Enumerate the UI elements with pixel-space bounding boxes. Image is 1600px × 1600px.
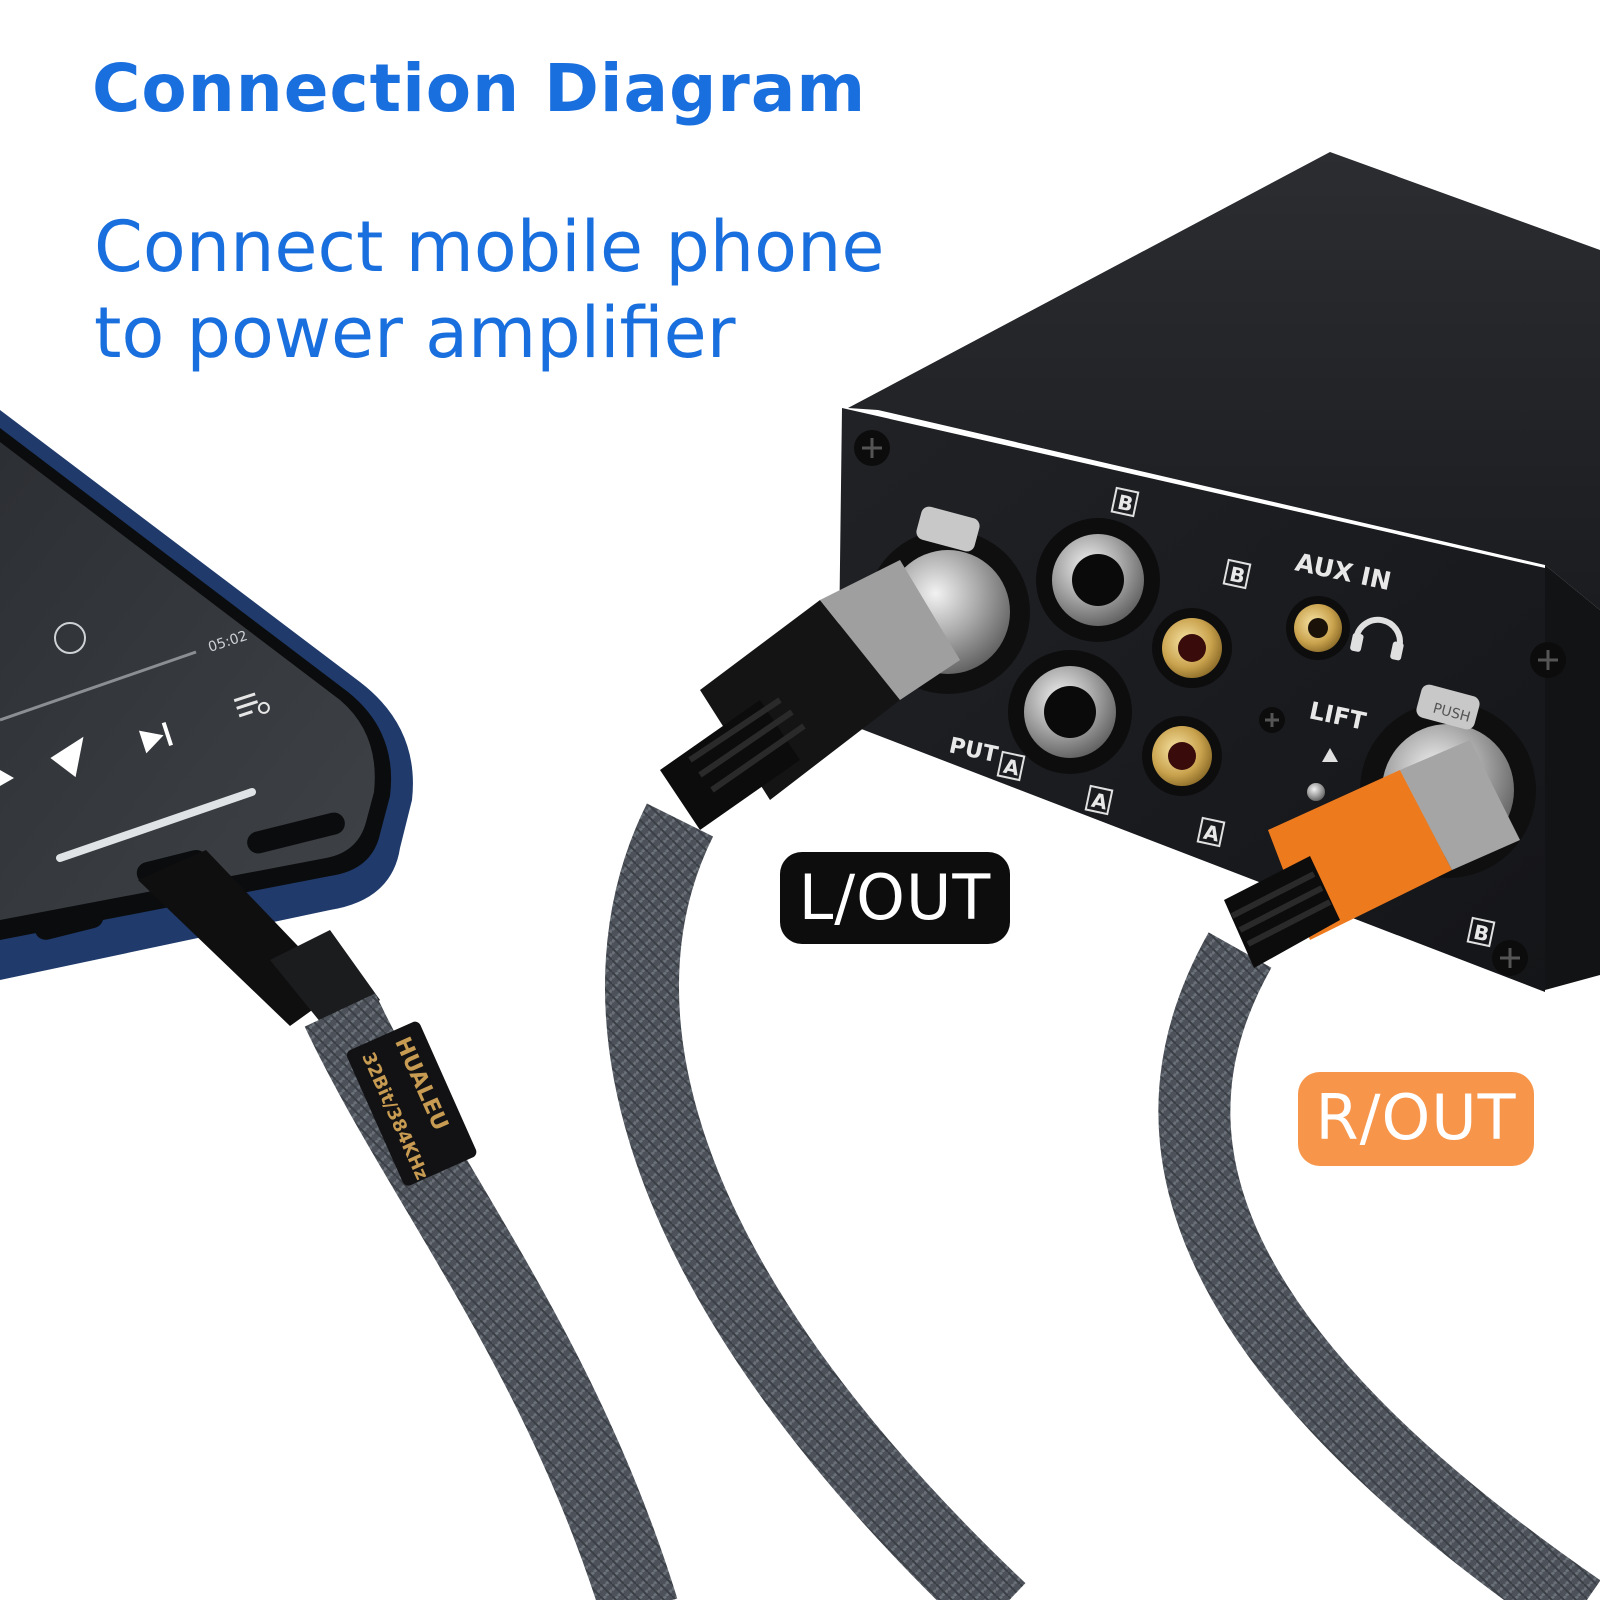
progress-bar bbox=[0, 650, 197, 722]
panel-label-b-rca: B bbox=[1222, 558, 1252, 590]
svg-text:B: B bbox=[1471, 920, 1491, 947]
svg-text:A: A bbox=[1089, 788, 1110, 815]
page-subtitle: Connect mobile phone to power amplifier bbox=[94, 204, 994, 376]
jack-a bbox=[1008, 650, 1132, 774]
panel-label-a-jack: A bbox=[1084, 784, 1114, 816]
svg-text:B: B bbox=[1227, 562, 1247, 589]
home-indicator bbox=[56, 788, 256, 862]
aux-in-jack bbox=[1286, 596, 1350, 660]
rca-a bbox=[1142, 716, 1222, 796]
headphone-icon bbox=[1350, 616, 1404, 661]
rewind-icon bbox=[0, 770, 14, 786]
left-output-badge: L/OUT bbox=[780, 852, 1010, 944]
subtitle-line-1: Connect mobile phone bbox=[94, 206, 885, 288]
subtitle-line-2: to power amplifier bbox=[94, 292, 736, 374]
next-track-icon bbox=[138, 721, 173, 754]
rca-b bbox=[1152, 608, 1232, 688]
panel-label-a-rca: A bbox=[1196, 816, 1226, 848]
mobile-phone: 05:02 bbox=[0, 410, 413, 980]
screw-icon bbox=[1492, 940, 1528, 976]
svg-text:A: A bbox=[1201, 820, 1222, 847]
screw-icon bbox=[854, 430, 890, 466]
jack-b bbox=[1036, 518, 1160, 642]
speaker-grill bbox=[247, 812, 345, 854]
left-xlr-plug bbox=[660, 560, 960, 830]
more-options-icon bbox=[54, 622, 86, 654]
speaker-grill bbox=[34, 906, 104, 940]
screw-icon bbox=[1530, 642, 1566, 678]
amplifier-top bbox=[848, 152, 1600, 610]
amplifier-right-side bbox=[1545, 565, 1600, 990]
playlist-icon bbox=[233, 692, 270, 718]
screw-icon bbox=[1259, 707, 1285, 733]
left-xlr-cable bbox=[605, 803, 1026, 1600]
right-output-badge: R/OUT bbox=[1298, 1072, 1534, 1166]
right-xlr-plug bbox=[1224, 740, 1520, 968]
right-xlr-cable bbox=[1158, 932, 1600, 1600]
panel-label-b-right: B bbox=[1466, 916, 1496, 948]
play-icon bbox=[50, 736, 84, 778]
panel-label-b-top: B bbox=[1110, 486, 1140, 518]
phone-screen bbox=[0, 442, 375, 920]
svg-text:B: B bbox=[1115, 490, 1135, 517]
svg-text:A: A bbox=[1001, 754, 1022, 781]
panel-label-a-input: A bbox=[996, 750, 1026, 782]
lift-switch bbox=[1307, 748, 1338, 801]
page-title: Connection Diagram bbox=[92, 50, 867, 127]
